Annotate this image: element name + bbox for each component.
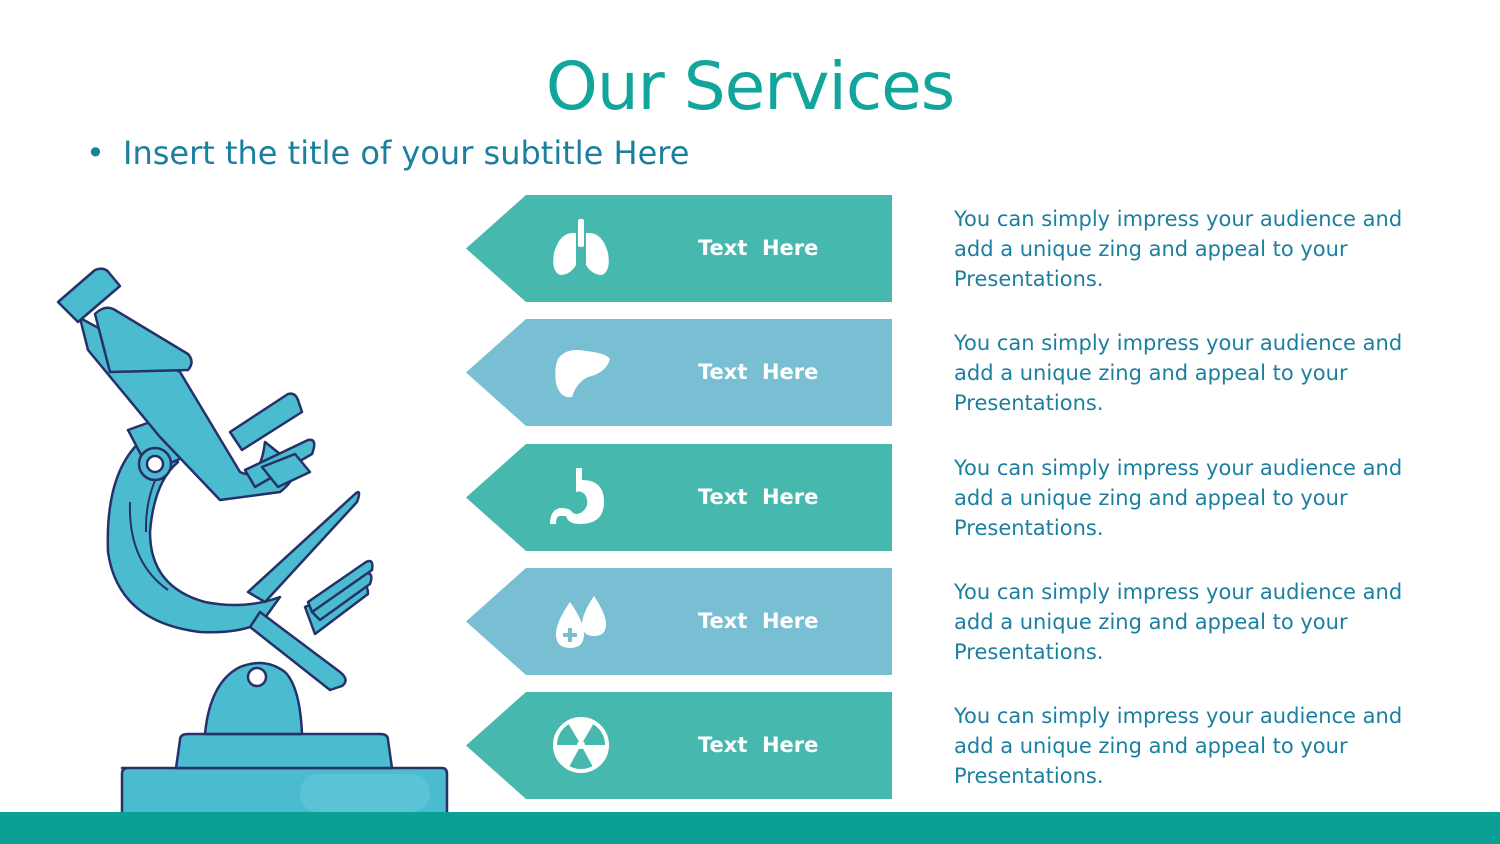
- service-arrow-3[interactable]: Text Here: [466, 444, 892, 551]
- service-label-1: Text Here: [698, 236, 819, 260]
- arrow-shape: [466, 444, 892, 551]
- description-line: Presentations.: [954, 391, 1104, 415]
- subtitle-text: Insert the title of your subtitle Here: [123, 134, 690, 172]
- arrow-fill: [466, 195, 892, 302]
- description-line: Presentations.: [954, 267, 1104, 291]
- slide-title: Our Services: [545, 48, 955, 125]
- blood-drops-icon: [556, 596, 606, 648]
- microscope-illustration: [56, 267, 449, 820]
- description-line: add a unique zing and appeal to your: [954, 486, 1348, 510]
- bottom-band: [0, 812, 1500, 844]
- description-line: add a unique zing and appeal to your: [954, 610, 1348, 634]
- arrow-shape: [466, 319, 892, 426]
- description-line: You can simply impress your audience and: [954, 704, 1403, 728]
- service-arrow-5[interactable]: Text Here: [466, 692, 892, 799]
- stomach-icon: [550, 468, 604, 524]
- description-line: add a unique zing and appeal to your: [954, 734, 1348, 758]
- service-label-5: Text Here: [698, 733, 819, 757]
- description-line: add a unique zing and appeal to your: [954, 237, 1348, 261]
- service-arrow-4[interactable]: Text Here: [466, 568, 892, 675]
- description-line: You can simply impress your audience and: [954, 456, 1403, 480]
- service-label-4: Text Here: [698, 609, 819, 633]
- arrow-shape: [466, 195, 892, 302]
- service-label-3: Text Here: [698, 485, 819, 509]
- description-line: You can simply impress your audience and: [954, 207, 1403, 231]
- service-description-2: You can simply impress your audience and…: [954, 328, 1404, 418]
- service-arrow-1[interactable]: Text Here: [466, 195, 892, 302]
- service-label-2: Text Here: [698, 360, 819, 384]
- description-line: Presentations.: [954, 764, 1104, 788]
- description-line: You can simply impress your audience and: [954, 580, 1403, 604]
- lungs-icon: [553, 219, 609, 275]
- service-description-4: You can simply impress your audience and…: [954, 577, 1404, 667]
- liver-icon: [555, 350, 610, 398]
- description-line: Presentations.: [954, 516, 1104, 540]
- arrow-shape: [466, 568, 892, 675]
- service-description-3: You can simply impress your audience and…: [954, 453, 1404, 543]
- service-arrow-2[interactable]: Text Here: [466, 319, 892, 426]
- slide-subtitle: • Insert the title of your subtitle Here: [86, 134, 689, 172]
- subtitle-bullet: •: [86, 134, 105, 172]
- service-description-1: You can simply impress your audience and…: [954, 204, 1404, 294]
- description-line: You can simply impress your audience and: [954, 331, 1403, 355]
- description-line: Presentations.: [954, 640, 1104, 664]
- radiation-icon: [553, 717, 609, 773]
- arrow-shape: [466, 692, 892, 799]
- description-line: add a unique zing and appeal to your: [954, 361, 1348, 385]
- service-description-5: You can simply impress your audience and…: [954, 701, 1404, 791]
